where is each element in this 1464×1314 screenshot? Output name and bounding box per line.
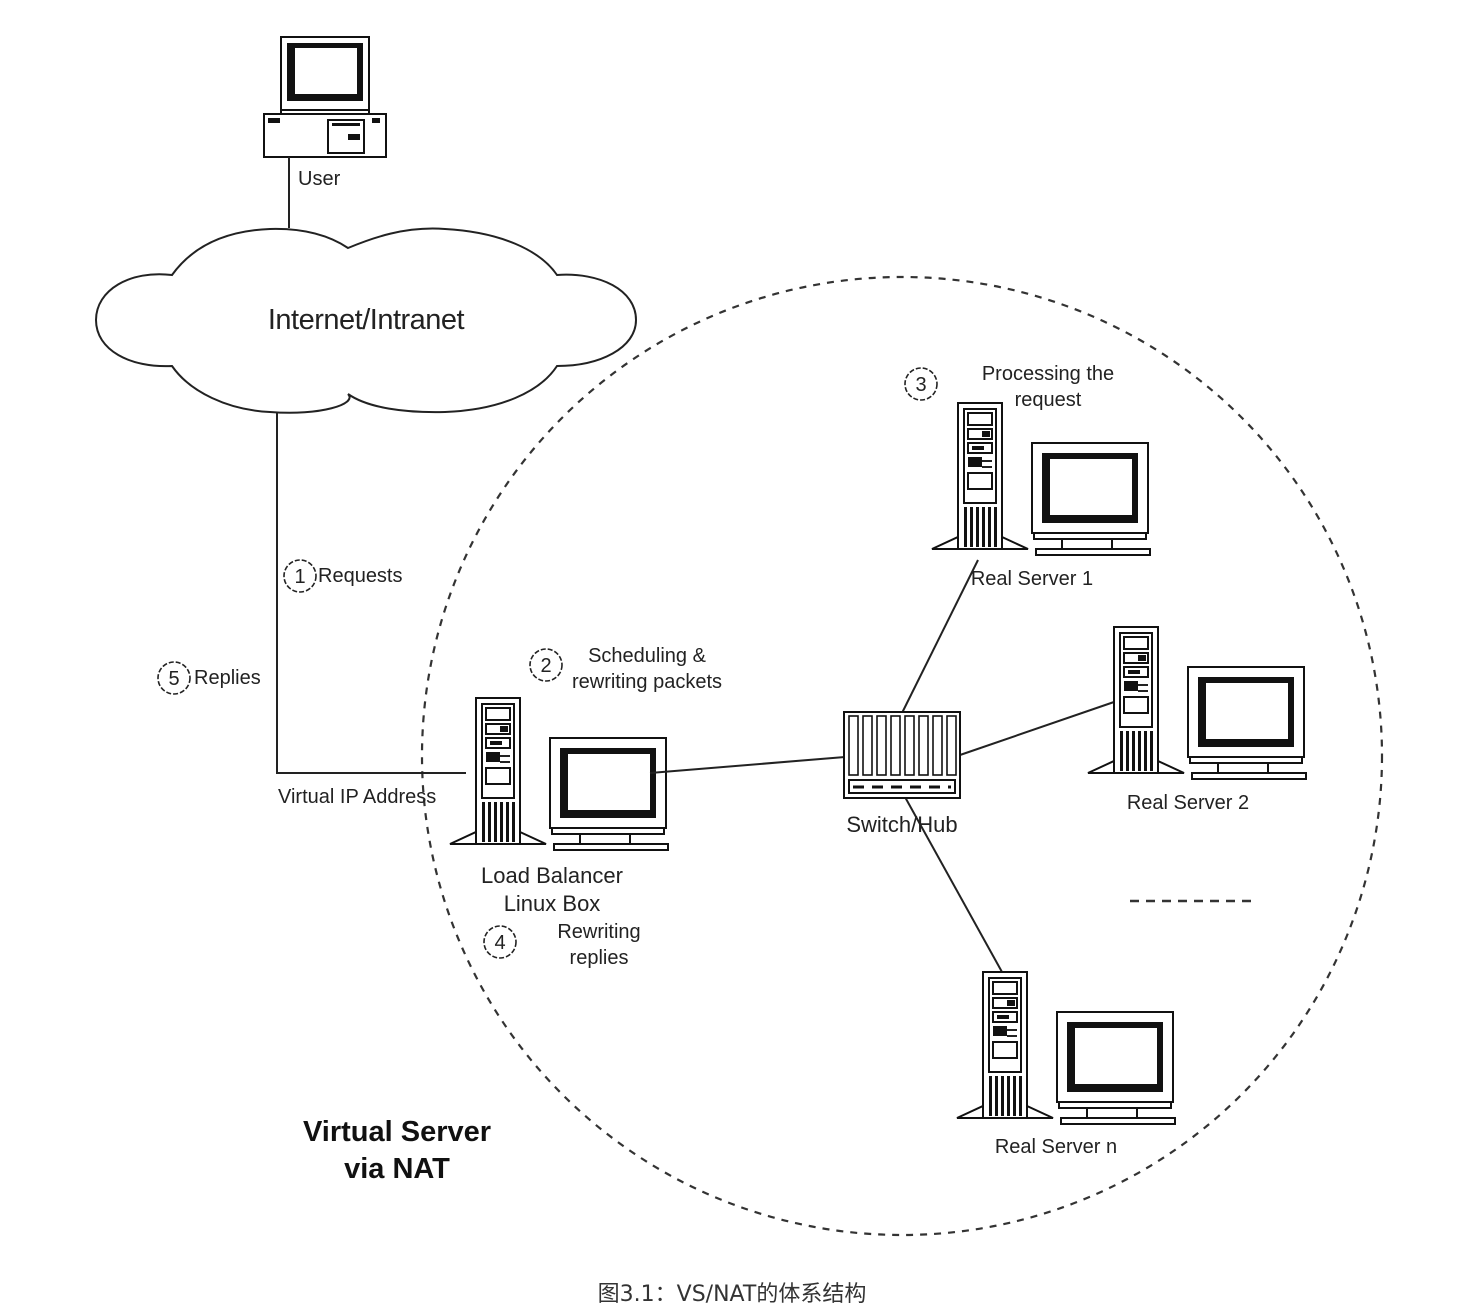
internet-cloud-icon bbox=[94, 227, 638, 414]
step-3-label-line2: request bbox=[1015, 389, 1082, 411]
step-2-number: 2 bbox=[540, 655, 551, 677]
step-5-label: Replies bbox=[194, 667, 261, 689]
vip-link bbox=[276, 412, 466, 774]
switch-label: Switch/Hub bbox=[846, 812, 957, 837]
diagram-title-line2: via NAT bbox=[344, 1153, 450, 1185]
switch-rsn-link bbox=[904, 796, 1003, 973]
load-balancer-server-icon bbox=[449, 697, 669, 851]
user-label: User bbox=[298, 168, 341, 190]
step-2-label-line2: rewriting packets bbox=[572, 671, 722, 693]
real-server-n-label: Real Server n bbox=[995, 1136, 1117, 1158]
switch-hub-icon bbox=[843, 711, 961, 799]
real-server-1-icon bbox=[931, 402, 1151, 556]
switch-rs2-link bbox=[959, 701, 1115, 756]
virtual-server-boundary bbox=[420, 275, 1384, 1237]
lb-switch-link bbox=[649, 756, 846, 774]
step-2-label-line1: Scheduling & bbox=[588, 645, 707, 667]
step-4-number: 4 bbox=[494, 932, 505, 954]
load-balancer-label-line2: Linux Box bbox=[504, 891, 601, 916]
real-server-2-icon bbox=[1087, 626, 1307, 780]
step-5-number: 5 bbox=[168, 668, 179, 690]
real-server-2-label: Real Server 2 bbox=[1127, 792, 1249, 814]
real-server-n-icon bbox=[956, 971, 1176, 1125]
real-server-1-label: Real Server 1 bbox=[971, 568, 1093, 590]
cloud-label: Internet/Intranet bbox=[268, 304, 465, 336]
figure-caption: 图3.1：VS/NAT的体系结构 bbox=[597, 1282, 867, 1307]
user-computer-icon bbox=[263, 36, 387, 158]
vip-label: Virtual IP Address bbox=[278, 786, 436, 808]
vs-nat-diagram: User Internet/Intranet Virtual IP Addres… bbox=[94, 36, 1384, 1237]
load-balancer-label-line1: Load Balancer bbox=[481, 863, 623, 888]
step-1-number: 1 bbox=[294, 566, 305, 588]
diagram-title-line1: Virtual Server bbox=[303, 1116, 491, 1148]
step-4-label-line2: replies bbox=[570, 947, 629, 969]
step-1-label: Requests bbox=[318, 565, 403, 587]
switch-rs1-link bbox=[901, 559, 979, 714]
step-4-label-line1: Rewriting bbox=[557, 921, 640, 943]
step-3-number: 3 bbox=[915, 374, 926, 396]
step-3-label-line1: Processing the bbox=[982, 363, 1114, 385]
